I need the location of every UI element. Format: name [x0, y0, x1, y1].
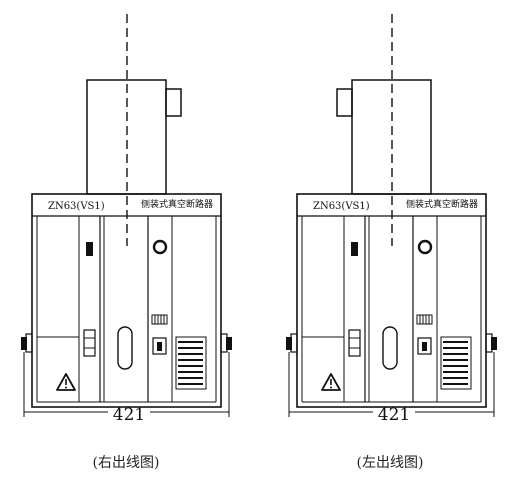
caption-right-outlet: (右出线图) — [92, 455, 160, 471]
close-button-icon — [157, 342, 162, 351]
close-button-icon — [422, 342, 427, 351]
product-name-label: 侧装式真空断路器 — [141, 198, 213, 210]
on-indicator-icon — [86, 242, 93, 256]
warning-triangle-icon — [321, 373, 341, 391]
close-button-frame — [152, 337, 167, 355]
counter-window — [348, 329, 361, 357]
caption-left-outlet: (左出线图) — [356, 455, 424, 471]
breaker-body — [296, 193, 487, 408]
warning-triangle-icon — [56, 373, 76, 391]
breaker-body — [31, 193, 222, 408]
breaker-drawing-left-outlet: ZN63(VS1) 侧装式真空断路器 — [286, 14, 497, 425]
close-button-frame — [417, 337, 432, 355]
charge-indicator — [416, 314, 433, 325]
handle-slot — [382, 326, 398, 370]
charge-indicator — [151, 314, 168, 325]
width-dimension: 421 — [113, 405, 145, 425]
side-handle-grip-left — [286, 337, 292, 350]
breaker-drawing-right-outlet: ZN63(VS1) 侧装式真空断路器 — [21, 14, 232, 425]
model-label: ZN63(VS1) — [313, 201, 370, 212]
counter-window — [83, 329, 96, 357]
side-handle-grip-right — [491, 337, 497, 350]
indicator-knob-icon — [152, 239, 168, 255]
nameplate — [440, 336, 472, 390]
side-handle-grip-left — [21, 337, 27, 350]
side-terminal — [165, 88, 182, 117]
model-label: ZN63(VS1) — [48, 201, 105, 212]
indicator-knob-icon — [417, 239, 433, 255]
on-indicator-icon — [351, 242, 358, 256]
nameplate — [175, 336, 207, 390]
side-handle-grip-right — [226, 337, 232, 350]
handle-slot — [117, 326, 133, 370]
width-dimension: 421 — [378, 405, 410, 425]
product-name-label: 侧装式真空断路器 — [406, 198, 478, 210]
side-terminal — [336, 88, 353, 117]
